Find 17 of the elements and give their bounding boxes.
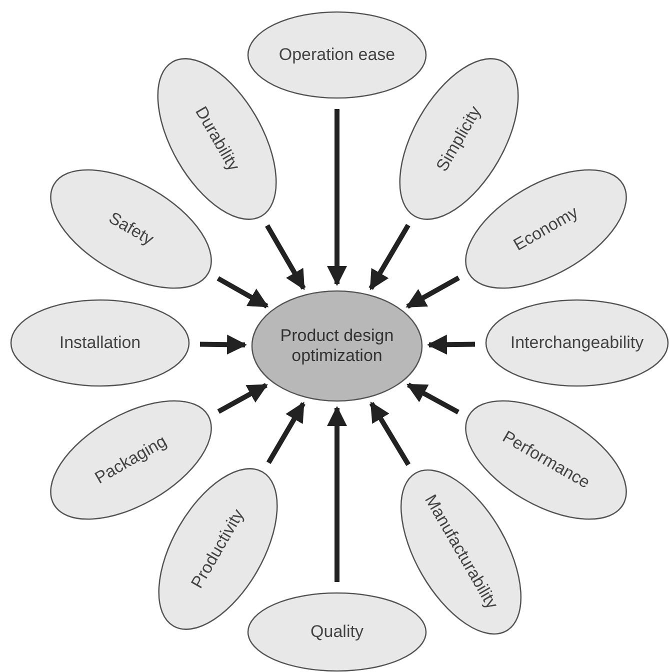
node-label: Installation [59, 333, 141, 353]
arrow [200, 334, 248, 355]
arrow [406, 382, 460, 414]
arrow [266, 402, 306, 464]
arrow [368, 224, 410, 290]
node-label: Interchangeability [510, 333, 644, 353]
node-label: Product design optimization [279, 326, 395, 366]
arrow [264, 224, 306, 290]
arrow [426, 334, 476, 355]
arrow [406, 276, 460, 309]
node-label: Quality [310, 622, 364, 642]
arrow [369, 402, 411, 466]
node-label: Operation ease [278, 45, 396, 65]
arrow [327, 109, 347, 286]
arrow [327, 406, 347, 582]
arrow [217, 382, 268, 414]
arrow [216, 276, 269, 308]
